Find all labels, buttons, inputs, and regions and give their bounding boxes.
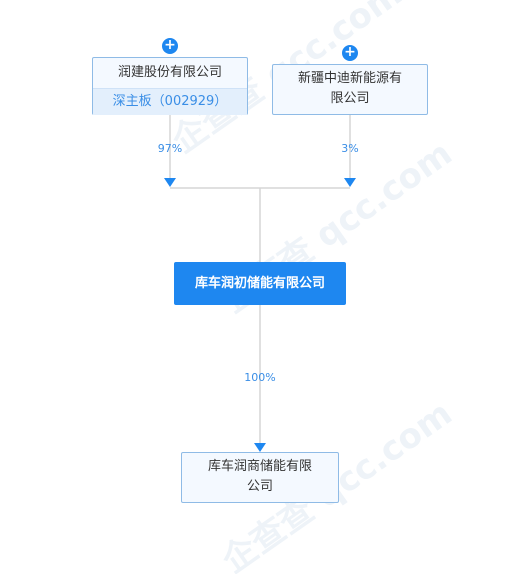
shareholder-node[interactable]: 新疆中迪新能源有 限公司: [272, 64, 428, 115]
shareholder-name: 润建股份有限公司: [117, 65, 222, 80]
target-company-node[interactable]: 库车润初储能有限公司: [174, 262, 346, 305]
stock-code-link[interactable]: 深主板（002929）: [93, 88, 247, 115]
subsidiary-node[interactable]: 库车润商储能有限 公司: [181, 452, 339, 503]
shareholder-name: 新疆中迪新能源有: [297, 71, 402, 86]
arrow-down-icon: [344, 178, 356, 187]
shareholder-name: 限公司: [330, 91, 370, 106]
expand-shareholder-button[interactable]: +: [342, 45, 358, 61]
expand-shareholder-button[interactable]: +: [162, 38, 178, 54]
plus-circle-icon: +: [164, 37, 176, 53]
subsidiary-name: 库车润商储能有限: [207, 459, 312, 474]
share-percent: 100%: [244, 371, 276, 384]
plus-circle-icon: +: [344, 44, 356, 60]
arrow-down-icon: [164, 178, 176, 187]
share-percent: 3%: [341, 142, 359, 155]
subsidiary-name: 公司: [246, 479, 273, 494]
company-name: 库车润初储能有限公司: [194, 276, 325, 291]
share-percent: 97%: [157, 142, 183, 155]
shareholder-node[interactable]: 润建股份有限公司 深主板（002929）: [92, 57, 248, 115]
arrow-down-icon: [254, 443, 266, 452]
